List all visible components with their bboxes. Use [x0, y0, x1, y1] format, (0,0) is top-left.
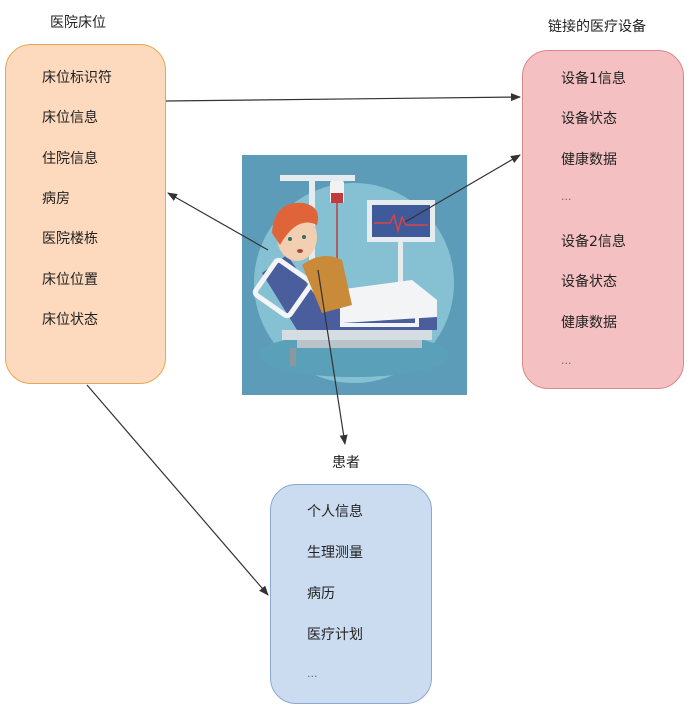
patient-bed-illustration	[242, 155, 467, 395]
device-attribute: 健康数据	[561, 152, 617, 168]
medical-devices-entity[interactable]: 设备1信息 设备状态 健康数据 ... 设备2信息 设备状态 健康数据 ...	[522, 50, 684, 389]
patient-hair	[272, 202, 319, 245]
bed-attribute: 床位信息	[42, 110, 98, 126]
bed-blanket	[337, 280, 437, 323]
device-attribute: ...	[561, 190, 572, 203]
bed-attribute: 住院信息	[42, 151, 98, 167]
device-attribute: 健康数据	[561, 315, 617, 331]
patient-eye	[288, 237, 292, 241]
iv-stand-top	[280, 175, 355, 181]
device-attribute: 设备状态	[561, 111, 617, 127]
patient-attribute: 生理测量	[307, 545, 363, 561]
arrow-bed-to-devices	[165, 93, 521, 102]
device-attribute: 设备2信息	[561, 234, 626, 250]
patient-attribute: 医疗计划	[307, 627, 363, 643]
bed-attribute: 医院楼栋	[42, 231, 98, 247]
bed-leg	[290, 348, 296, 366]
bed-attribute: 床位标识符	[42, 70, 112, 86]
monitor-heartbeat	[374, 212, 428, 234]
iv-bag-fluid	[331, 193, 343, 203]
patient-attribute: ...	[307, 667, 318, 680]
bed-attribute: 床位位置	[42, 272, 98, 288]
patient-mouth	[297, 249, 303, 253]
bed-base	[297, 340, 422, 348]
arrow-bed-to-patient-box	[86, 384, 269, 596]
device-attribute: 设备状态	[561, 274, 617, 290]
device-attribute: ...	[561, 354, 572, 367]
device-attribute: 设备1信息	[561, 71, 626, 87]
bed-title: 医院床位	[50, 15, 106, 31]
monitor-stand	[398, 242, 403, 287]
bed-frame	[282, 330, 432, 340]
hospital-bed-entity[interactable]: 床位标识符 床位信息 住院信息 病房 医院楼栋 床位位置 床位状态	[5, 44, 166, 384]
patient-attribute: 病历	[307, 586, 335, 602]
patient-eye	[302, 235, 306, 239]
patient-entity[interactable]: 个人信息 生理测量 病历 医疗计划 ...	[270, 484, 432, 704]
patient-title: 患者	[332, 455, 360, 471]
devices-title: 链接的医疗设备	[548, 19, 646, 35]
patient-attribute: 个人信息	[307, 504, 363, 520]
bed-rail-head	[252, 257, 314, 319]
bed-attribute: 病房	[42, 191, 70, 207]
bed-attribute: 床位状态	[42, 312, 98, 328]
